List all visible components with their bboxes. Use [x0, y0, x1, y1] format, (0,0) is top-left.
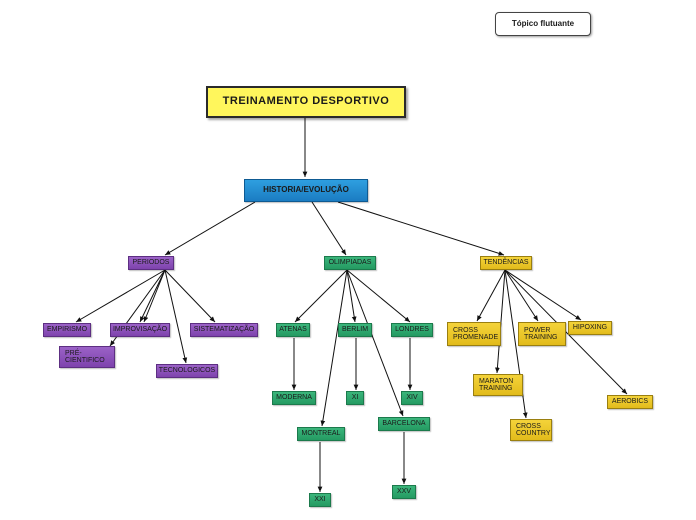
node-moderna[interactable]: MODERNA	[272, 391, 316, 405]
node-maraton-training[interactable]: MARATON TRAINING	[473, 374, 523, 396]
node-olimpiadas[interactable]: OLIMPIADAS	[324, 256, 376, 270]
node-atenas[interactable]: ATENAS	[276, 323, 310, 337]
node-hipoxing[interactable]: HIPOXING	[568, 321, 612, 335]
connector-arrow-20	[476, 269, 506, 322]
connector-arrow-1	[164, 201, 256, 256]
node-xiv[interactable]: XIV	[401, 391, 423, 405]
connector-arrow-5	[139, 269, 166, 323]
node-xi[interactable]: XI	[346, 391, 364, 405]
node-treinamento-desportivo[interactable]: TREINAMENTO DESPORTIVO	[206, 86, 406, 118]
node-aerobics[interactable]: AEROBICS	[607, 395, 653, 409]
node-cross-country[interactable]: CROSS COUNTRY	[510, 419, 552, 441]
connector-arrow-13	[320, 269, 348, 427]
node-tecnologicos[interactable]: TECNOLOGICOS	[156, 364, 218, 378]
connector-arrow-12	[346, 269, 411, 323]
node-xxi[interactable]: XXI	[309, 493, 331, 507]
node-periodos[interactable]: PERIODOS	[128, 256, 174, 270]
node-tendencias[interactable]: TENDÊNCIAS	[480, 256, 532, 270]
connector-arrow-23	[504, 269, 539, 322]
node-cross-promenade[interactable]: CROSS PROMENADE	[447, 322, 501, 346]
node-power-training[interactable]: POWER TRAINING	[518, 322, 566, 346]
node-improvisacao[interactable]: IMPROVISAÇÃO	[110, 323, 170, 337]
connector-arrow-4	[75, 269, 166, 323]
connector-arrow-3	[337, 201, 505, 256]
node-londres[interactable]: LONDRES	[391, 323, 433, 337]
connector-arrow-6	[143, 269, 166, 323]
floating-topic[interactable]: Tópico flutuante	[495, 12, 591, 36]
connector-arrow-11	[346, 269, 357, 323]
connector-arrow-10	[294, 269, 348, 323]
node-montreal[interactable]: MONTREAL	[297, 427, 345, 441]
connector-arrow-7	[164, 269, 216, 323]
connector-arrow-24	[504, 269, 582, 321]
connector-arrow-25	[504, 269, 628, 395]
node-sistematizacao[interactable]: SISTEMATIZAÇÃO	[190, 323, 258, 337]
node-xxv[interactable]: XXV	[392, 485, 416, 499]
node-empirismo[interactable]: EMPIRISMO	[43, 323, 91, 337]
connector-arrow-8	[164, 269, 188, 364]
connector-arrow-2	[311, 201, 347, 256]
node-barcelona[interactable]: BARCELONA	[378, 417, 430, 431]
node-berlim[interactable]: BERLIM	[338, 323, 372, 337]
node-historia-evolucao[interactable]: HISTORIA/EVOLUÇÃO	[244, 179, 368, 202]
connector-arrow-14	[346, 269, 404, 417]
connector-arrow-21	[495, 269, 506, 374]
node-pre-cientifico[interactable]: PRÉ- CIENTIFICO	[59, 346, 115, 368]
